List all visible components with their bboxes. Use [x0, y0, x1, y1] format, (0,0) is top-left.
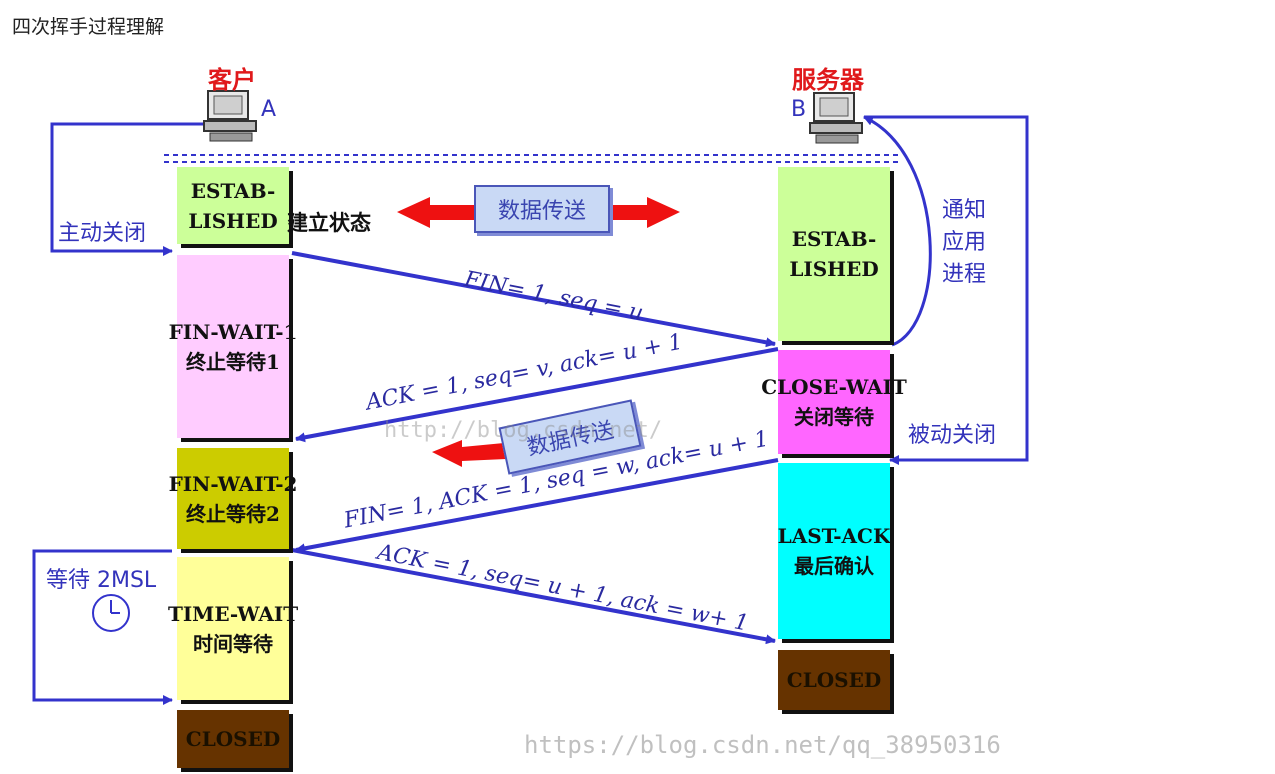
- client-title: 客户: [208, 66, 256, 94]
- notify-app-label: 通知 应用 进程: [942, 198, 987, 287]
- server-state-established: ESTAB-LISHED: [778, 167, 890, 341]
- computer-b-icon: [809, 92, 863, 144]
- computer-a-icon: [203, 90, 257, 142]
- ack2-arrow: [291, 548, 776, 645]
- active-close-label: 主动关闭: [58, 221, 147, 246]
- red-arrow-small: [432, 440, 506, 467]
- active-close-line: [50, 122, 204, 256]
- red-arrow-right: [608, 197, 680, 228]
- server-letter: B: [791, 97, 807, 122]
- notify-app-curve: [863, 115, 932, 347]
- client-state-closed: CLOSED: [177, 710, 289, 768]
- established-note: 建立状态: [287, 211, 371, 235]
- client-letter: A: [261, 97, 277, 122]
- passive-close-label: 被动关闭: [908, 423, 997, 448]
- page-title: 四次挥手过程理解: [12, 16, 165, 38]
- server-state-closed: CLOSED: [778, 650, 890, 710]
- fin2-arrow: [295, 458, 779, 554]
- clock-icon: [92, 594, 130, 632]
- passive-close-line: [864, 115, 1029, 465]
- fin1-arrow: [291, 251, 776, 348]
- ack1-arrow: [295, 347, 779, 443]
- wait-2msl-line: [32, 549, 173, 705]
- data-transfer-banner-top: 数据传送: [474, 185, 610, 233]
- wait-2msl-label: 等待 2MSL: [46, 568, 157, 593]
- red-arrow-left: [397, 197, 474, 228]
- client-state-established: ESTAB-LISHED: [177, 167, 289, 244]
- server-title: 服务器: [792, 66, 864, 94]
- diagram-lines: [32, 90, 1029, 705]
- watermark-middle: http://blog.csdn.net/: [384, 418, 663, 443]
- watermark-bottom: https://blog.csdn.net/qq_38950316: [524, 731, 1001, 759]
